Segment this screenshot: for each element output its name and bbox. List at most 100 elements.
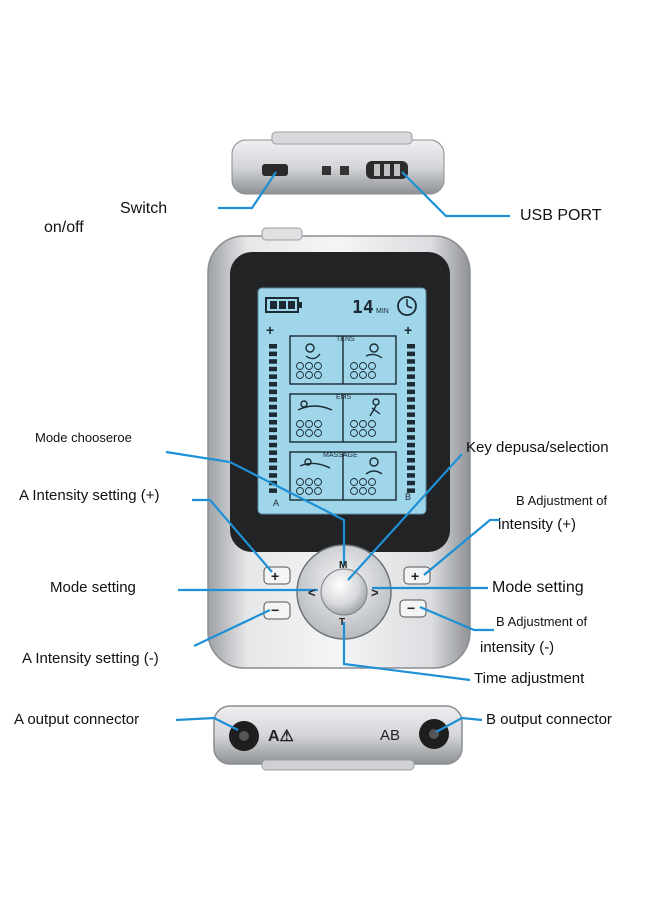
mode-program-circle xyxy=(314,362,322,370)
lcd-segment xyxy=(269,427,277,433)
lcd-segment xyxy=(407,442,415,448)
b-plus-button[interactable] xyxy=(403,566,431,585)
lcd-segment xyxy=(269,389,277,395)
massage-label: MASSAGE xyxy=(323,452,358,459)
lcd-segment xyxy=(407,374,415,379)
mode-program-circle xyxy=(350,478,358,486)
tens-label: TENS xyxy=(336,336,355,343)
lcd-segment xyxy=(407,473,415,478)
lcd-segment xyxy=(407,351,415,357)
lcd-segment xyxy=(269,404,277,410)
lcd-segment xyxy=(407,480,415,486)
lcd-segment xyxy=(407,420,415,425)
mode-program-circle xyxy=(350,429,358,437)
mode-program-circle xyxy=(359,478,367,486)
mode-program-circle xyxy=(368,478,376,486)
lcd-segment xyxy=(269,359,277,364)
key-left-label: < xyxy=(308,585,316,600)
mode-program-circle xyxy=(368,429,376,437)
switch-slot xyxy=(262,164,288,176)
mode-program-circle xyxy=(305,478,313,486)
mode-program-circle xyxy=(359,420,367,428)
lcd-segment xyxy=(269,344,277,349)
mode-program-circle xyxy=(368,362,376,370)
label-mode-choose: Mode chooseroe xyxy=(35,430,132,445)
leader-lines xyxy=(165,171,510,733)
lcd-segment xyxy=(407,397,415,402)
key-right-label: > xyxy=(371,585,379,600)
label-switch: Switch xyxy=(120,200,168,217)
intensity-bar-b xyxy=(407,344,415,493)
mode-program-circle xyxy=(359,487,367,495)
top-edge-view xyxy=(231,131,445,195)
lcd-segment xyxy=(269,473,277,478)
mode-program-circle xyxy=(305,362,313,370)
lcd-segment xyxy=(269,397,277,402)
mode-program-circle xyxy=(305,371,313,379)
bottom-ab-label: AB xyxy=(380,727,400,744)
lcd-segment xyxy=(269,351,277,357)
mode-program-circle xyxy=(368,487,376,495)
lcd-segment xyxy=(269,382,277,387)
b-minus-label: − xyxy=(407,600,415,616)
lcd-segment xyxy=(269,366,277,372)
label-b-adjust-minus-1: B Adjustment of xyxy=(496,614,588,629)
plus-b-lcd: + xyxy=(404,322,412,338)
mode-program-circle xyxy=(296,478,304,486)
mode-program-circle xyxy=(296,362,304,370)
lcd-segment xyxy=(407,427,415,433)
lcd-screen xyxy=(257,287,427,515)
mode-program-circle xyxy=(305,420,313,428)
label-mode-setting-right: Mode setting xyxy=(492,579,584,596)
lcd-segment xyxy=(269,465,277,471)
bottom-edge-view xyxy=(213,705,463,771)
mode-program-circle xyxy=(296,429,304,437)
label-a-output-connector: A output connector xyxy=(14,711,140,728)
lcd-segment xyxy=(269,442,277,448)
b-plus-label: + xyxy=(411,568,419,584)
lcd-segment xyxy=(269,435,277,440)
mode-program-circle xyxy=(314,371,322,379)
label-mode-setting-left: Mode setting xyxy=(50,579,136,596)
lcd-segment xyxy=(407,344,415,349)
center-select-button[interactable] xyxy=(320,568,368,616)
lcd-segment xyxy=(407,435,415,440)
mode-program-circle xyxy=(368,420,376,428)
lcd-segment xyxy=(407,382,415,387)
bottom-a-label: A⚠ xyxy=(268,728,294,745)
lcd-segment xyxy=(407,359,415,364)
mode-program-circle xyxy=(359,362,367,370)
channel-b-lcd: B xyxy=(405,492,411,502)
intensity-bar-a xyxy=(269,344,277,493)
label-time-adjustment: Time adjustment xyxy=(474,670,585,687)
lcd-segment xyxy=(407,458,415,463)
clock-icon xyxy=(397,296,417,316)
lcd-segment xyxy=(269,374,277,379)
label-b-adjust-minus-2: intensity (-) xyxy=(480,639,555,656)
lcd-segment xyxy=(269,488,277,493)
lcd-segment xyxy=(269,412,277,417)
mode-grid xyxy=(289,335,397,501)
lcd-segment xyxy=(407,389,415,395)
lcd-segment xyxy=(269,450,277,455)
lcd-segment xyxy=(407,404,415,410)
a-minus-button[interactable] xyxy=(263,601,291,620)
device-front xyxy=(207,227,471,669)
mode-program-circle xyxy=(314,420,322,428)
mode-program-circle xyxy=(305,487,313,495)
lcd-segment xyxy=(407,488,415,493)
ems-label: EMS xyxy=(336,394,352,401)
lcd-segment xyxy=(407,412,415,417)
label-b-adjust-plus-2: intensity (+) xyxy=(498,516,576,533)
label-b-output-connector: B output connector xyxy=(486,711,612,728)
a-plus-label: + xyxy=(271,568,279,584)
lcd-segment xyxy=(269,458,277,463)
mode-program-circle xyxy=(314,429,322,437)
mode-program-circle xyxy=(296,487,304,495)
mode-circles xyxy=(296,362,376,495)
lcd-segment xyxy=(269,420,277,425)
mode-program-circle xyxy=(368,371,376,379)
mode-program-circle xyxy=(350,420,358,428)
timer-value: 14 xyxy=(352,297,374,318)
